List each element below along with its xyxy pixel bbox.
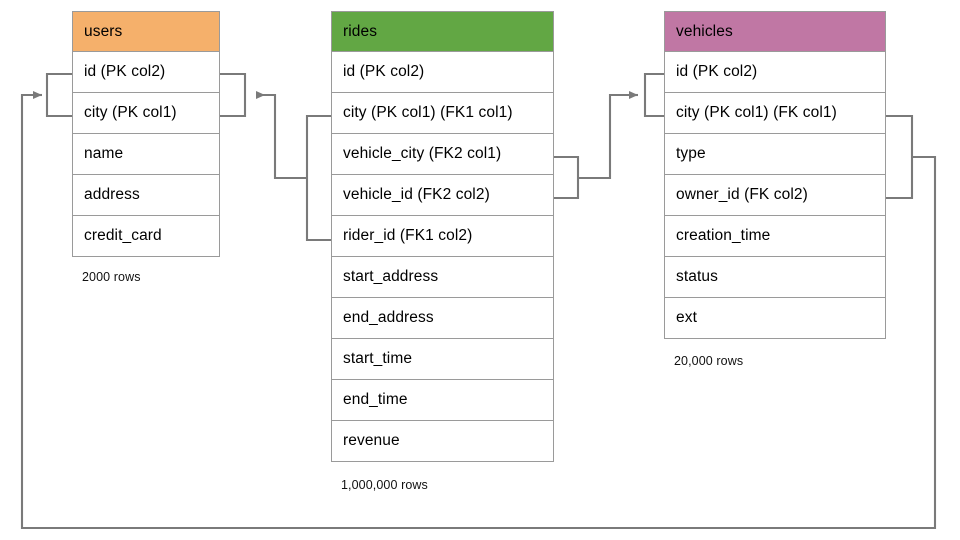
field-rides-revenue[interactable]: revenue	[331, 421, 554, 462]
field-rides-start-address[interactable]: start_address	[331, 257, 554, 298]
entity-users-title: users	[84, 22, 123, 40]
field-rides-end-address[interactable]: end_address	[331, 298, 554, 339]
field-label: type	[676, 145, 706, 162]
entity-rides-title: rides	[343, 22, 378, 40]
field-label: city (PK col1) (FK1 col1)	[343, 104, 513, 121]
field-rides-city[interactable]: city (PK col1) (FK1 col1)	[331, 93, 554, 134]
field-label: vehicle_city (FK2 col1)	[343, 145, 502, 162]
field-users-name[interactable]: name	[72, 134, 220, 175]
entity-users-header[interactable]: users	[72, 11, 220, 52]
field-rides-start-time[interactable]: start_time	[331, 339, 554, 380]
field-rides-id[interactable]: id (PK col2)	[331, 52, 554, 93]
entity-rides[interactable]: rides id (PK col2) city (PK col1) (FK1 c…	[331, 11, 554, 462]
field-vehicles-owner-id[interactable]: owner_id (FK col2)	[664, 175, 886, 216]
field-label: credit_card	[84, 227, 162, 244]
entity-rides-header[interactable]: rides	[331, 11, 554, 52]
field-rides-rider-id[interactable]: rider_id (FK1 col2)	[331, 216, 554, 257]
field-label: city (PK col1)	[84, 104, 177, 121]
connector-vehicles-left-bracket	[643, 72, 664, 118]
connector-users-left-bracket	[45, 72, 72, 118]
field-label: start_time	[343, 350, 413, 367]
field-label: end_address	[343, 309, 434, 326]
field-label: id (PK col2)	[676, 63, 758, 80]
field-rides-vehicle-id[interactable]: vehicle_id (FK2 col2)	[331, 175, 554, 216]
field-label: name	[84, 145, 124, 162]
field-label: owner_id (FK col2)	[676, 186, 808, 203]
entity-vehicles[interactable]: vehicles id (PK col2) city (PK col1) (FK…	[664, 11, 886, 339]
field-vehicles-city[interactable]: city (PK col1) (FK col1)	[664, 93, 886, 134]
field-label: address	[84, 186, 140, 203]
row-count-rides: 1,000,000 rows	[341, 478, 428, 492]
connector-users-right-bracket	[220, 72, 247, 118]
connector-rides-fk1-bracket	[305, 114, 331, 242]
field-label: creation_time	[676, 227, 771, 244]
field-rides-vehicle-city[interactable]: vehicle_city (FK2 col1)	[331, 134, 554, 175]
field-users-id[interactable]: id (PK col2)	[72, 52, 220, 93]
entity-vehicles-header[interactable]: vehicles	[664, 11, 886, 52]
connector-vehicles-fk-bracket	[886, 114, 914, 200]
field-label: rider_id (FK1 col2)	[343, 227, 473, 244]
connector-rides-fk2-bracket	[554, 155, 580, 200]
field-vehicles-type[interactable]: type	[664, 134, 886, 175]
field-label: start_address	[343, 268, 439, 285]
entity-users[interactable]: users id (PK col2) city (PK col1) name a…	[72, 11, 220, 257]
field-users-address[interactable]: address	[72, 175, 220, 216]
connector-rides-fk1-to-users	[262, 93, 307, 180]
field-vehicles-creation-time[interactable]: creation_time	[664, 216, 886, 257]
entity-vehicles-title: vehicles	[676, 22, 733, 40]
field-label: status	[676, 268, 718, 285]
field-label: ext	[676, 309, 697, 326]
field-vehicles-ext[interactable]: ext	[664, 298, 886, 339]
field-users-credit-card[interactable]: credit_card	[72, 216, 220, 257]
row-count-vehicles: 20,000 rows	[674, 354, 744, 368]
field-label: id (PK col2)	[84, 63, 166, 80]
field-label: id (PK col2)	[343, 63, 425, 80]
field-label: end_time	[343, 391, 408, 408]
field-users-city[interactable]: city (PK col1)	[72, 93, 220, 134]
field-label: vehicle_id (FK2 col2)	[343, 186, 490, 203]
field-vehicles-id[interactable]: id (PK col2)	[664, 52, 886, 93]
field-label: revenue	[343, 432, 400, 449]
field-label: city (PK col1) (FK col1)	[676, 104, 837, 121]
field-vehicles-status[interactable]: status	[664, 257, 886, 298]
connector-rides-fk2-to-vehicles	[578, 93, 632, 180]
row-count-users: 2000 rows	[82, 270, 141, 284]
field-rides-end-time[interactable]: end_time	[331, 380, 554, 421]
